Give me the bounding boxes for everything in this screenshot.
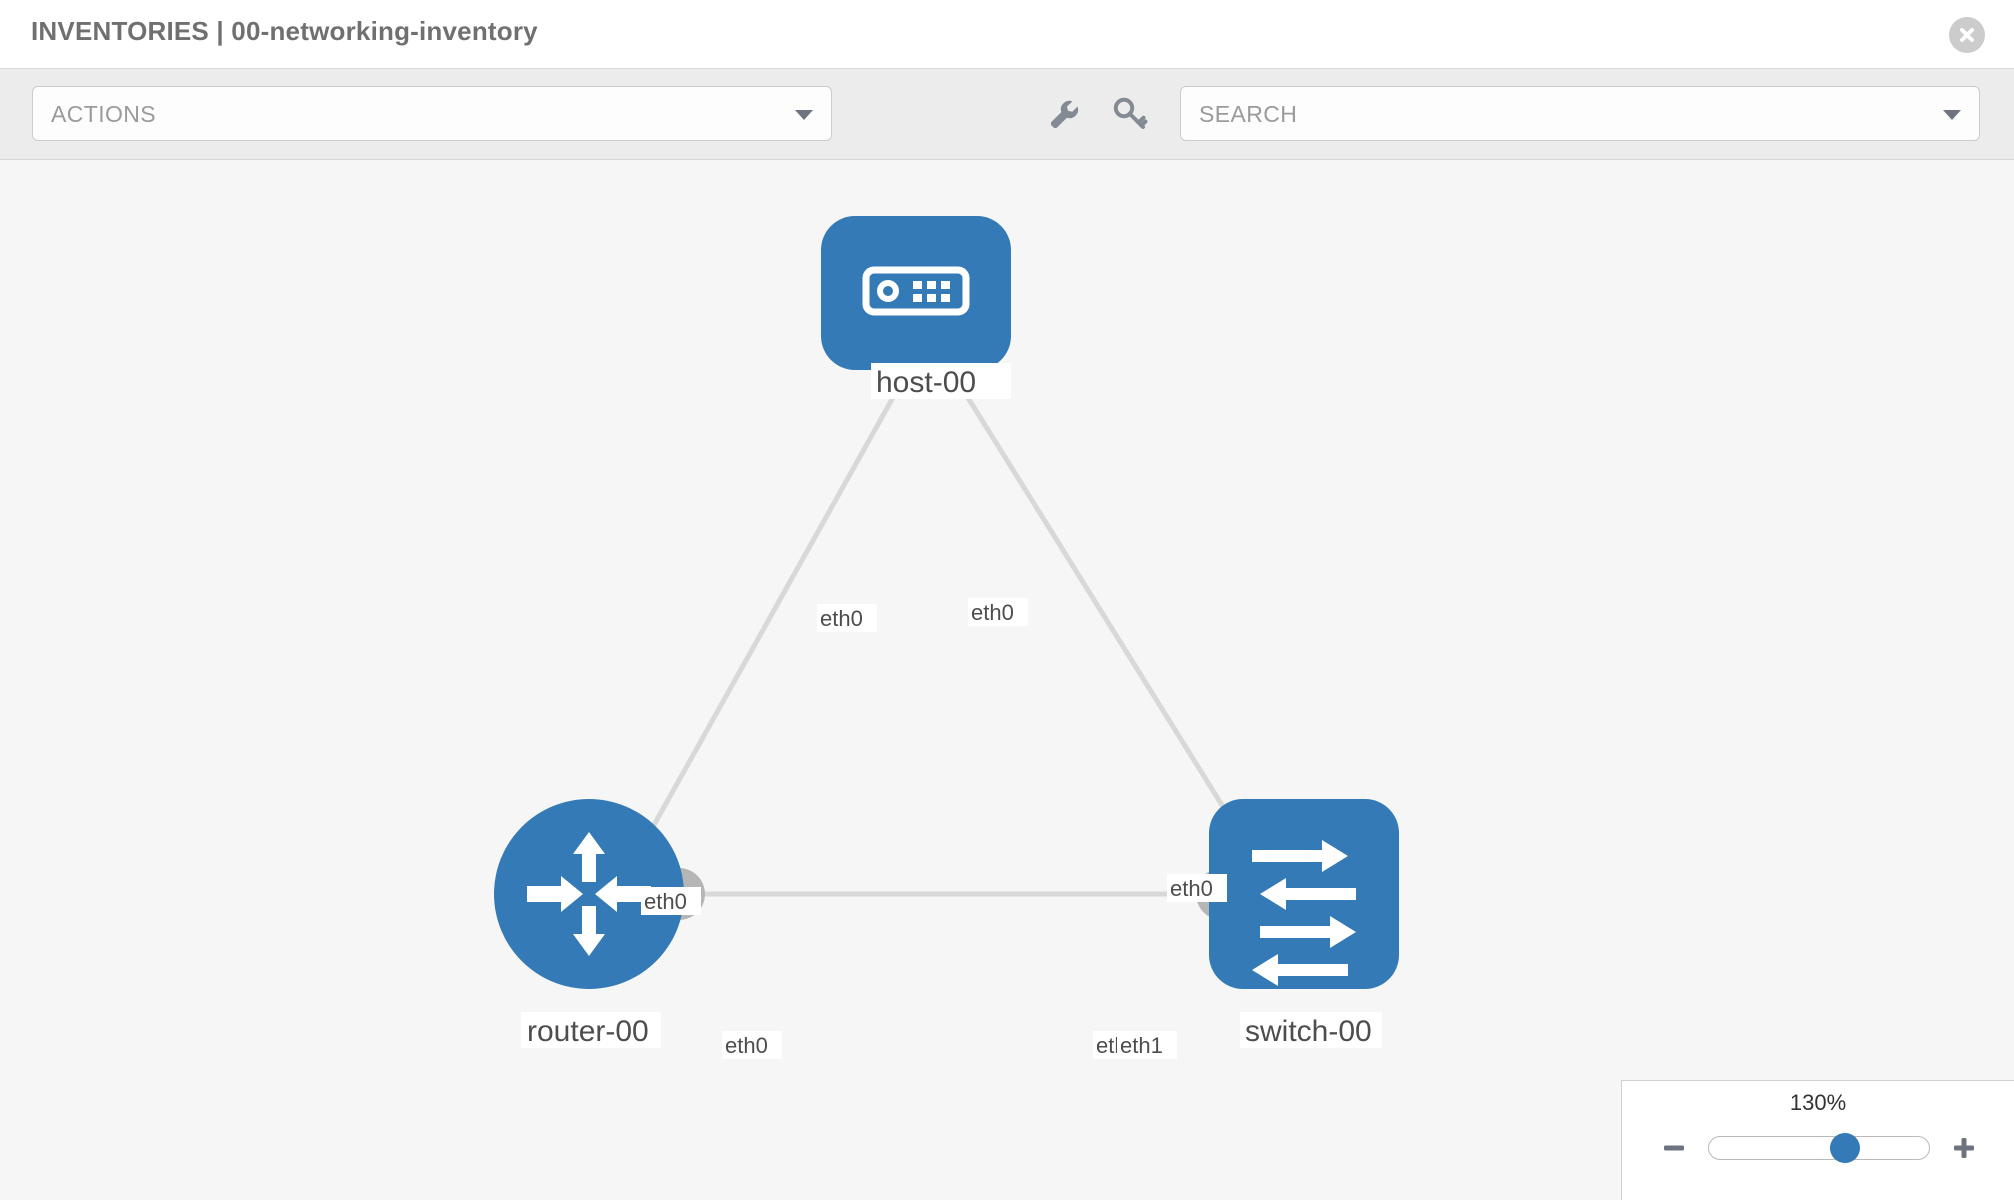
edge-host00-router00[interactable]: [637, 383, 903, 852]
node-router-00-shape[interactable]: [494, 799, 684, 989]
zoom-slider[interactable]: [1707, 1133, 1930, 1163]
page-title: INVENTORIES | 00-networking-inventory: [31, 16, 538, 46]
iface-label-text: eth0: [1170, 876, 1213, 901]
node-router-00[interactable]: router-00: [494, 799, 684, 1048]
zoom-in-button[interactable]: [1948, 1132, 1980, 1164]
node-switch-00-label-bg: [1240, 1012, 1382, 1048]
chevron-down-icon: [1943, 109, 1961, 120]
search-placeholder: SEARCH: [1199, 101, 1298, 127]
iface-label: eth0: [968, 598, 1028, 626]
switch-icon: [1252, 840, 1356, 986]
node-switch-00[interactable]: switch-00: [1209, 799, 1399, 1048]
actions-dropdown[interactable]: ACTIONS: [32, 86, 832, 141]
zoom-out-button[interactable]: [1658, 1132, 1690, 1164]
node-switch-00-label: switch-00: [1245, 1015, 1372, 1048]
zoom-percent-label: 130%: [1789, 1090, 1847, 1115]
iface-label-text: eth0: [644, 889, 687, 914]
close-icon[interactable]: [1949, 17, 1985, 53]
iface-label: eth1: [1117, 1031, 1177, 1059]
zoom-slider-thumb[interactable]: [1829, 1133, 1860, 1163]
iface-label-text: eth0: [971, 600, 1014, 625]
edge-host00-switch00[interactable]: [957, 383, 1253, 852]
server-icon: [862, 266, 970, 316]
iface-label: eth0: [641, 887, 701, 915]
node-router-00-label-bg: [521, 1012, 661, 1048]
iface-label: eth0: [817, 604, 877, 632]
zoom-control: 130%: [1621, 1080, 2014, 1200]
node-router-00-label: router-00: [527, 1015, 649, 1048]
node-host-00-shape[interactable]: [821, 216, 1011, 370]
node-host-00-label-bg: [871, 363, 1011, 399]
topology-canvas[interactable]: host-00 router-00: [0, 160, 2014, 1200]
iface-label: eth0: [722, 1031, 782, 1059]
router-icon: [527, 832, 651, 956]
iface-label-text: eth0: [820, 606, 863, 631]
topology-graph: host-00 router-00: [494, 216, 1399, 1059]
interface-labels: eth0 eth0 eth0 eth0 eth0: [641, 598, 1227, 1059]
iface-label-text: eth0: [725, 1033, 768, 1058]
actions-dropdown-label: ACTIONS: [51, 101, 157, 127]
chevron-down-icon: [795, 109, 813, 120]
topology-edges: [637, 383, 1253, 897]
topology-endpoints: [653, 344, 1266, 920]
toolbar: ACTIONS SEARCH: [0, 69, 2014, 160]
key-icon[interactable]: [1110, 94, 1150, 134]
node-host-00-label: host-00: [876, 366, 976, 399]
iface-label-text: eth1: [1120, 1033, 1163, 1058]
search-input[interactable]: SEARCH: [1180, 86, 1980, 141]
node-host-00[interactable]: host-00: [821, 216, 1011, 399]
page-header: INVENTORIES | 00-networking-inventory: [0, 0, 2014, 69]
wrench-icon[interactable]: [1043, 94, 1083, 134]
iface-label: eth0: [1167, 874, 1227, 902]
